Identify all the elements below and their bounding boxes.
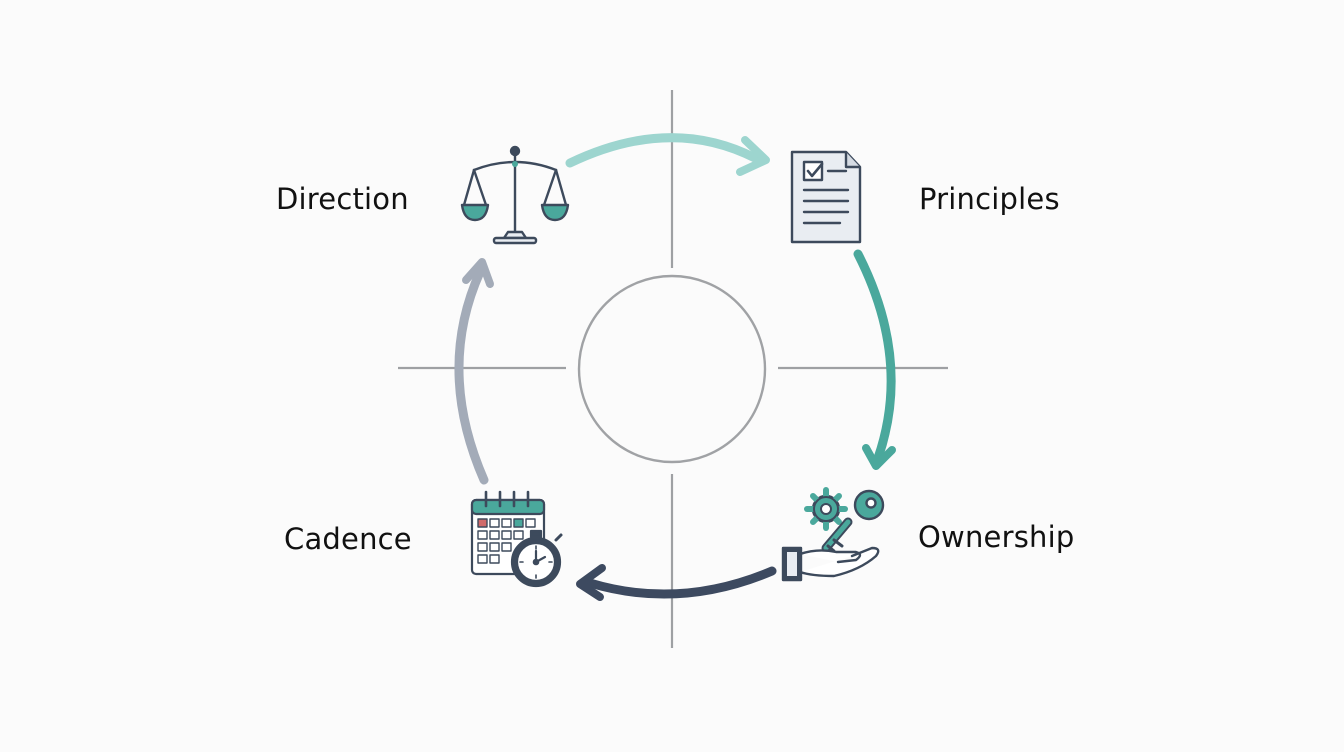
cycle-arrows <box>454 133 896 601</box>
label-cadence: Cadence <box>284 522 412 556</box>
gear-icon <box>804 487 848 531</box>
label-ownership: Ownership <box>918 520 1075 554</box>
hand-icon <box>798 546 880 578</box>
arrow-direction-to-principles <box>565 133 760 168</box>
arrow-ownership-to-cadence <box>585 566 777 599</box>
calendar-stopwatch-icon <box>470 490 563 588</box>
arrowhead-cadence <box>576 564 606 601</box>
axis-lines <box>398 90 948 648</box>
arrow-cadence-to-direction <box>454 267 489 485</box>
hand-key-gear-icon <box>781 487 885 582</box>
stopwatch-icon <box>510 529 563 588</box>
arrow-principles-to-ownership <box>853 249 896 463</box>
arrowhead-principles <box>736 136 770 176</box>
checklist-document-icon <box>790 150 862 244</box>
center-circle <box>577 274 767 464</box>
scales-icon <box>460 145 570 245</box>
arrowhead-direction <box>462 258 494 288</box>
label-direction: Direction <box>276 182 409 216</box>
arrowhead-ownership <box>862 444 896 470</box>
label-principles: Principles <box>919 182 1060 216</box>
key-icon <box>821 489 885 553</box>
